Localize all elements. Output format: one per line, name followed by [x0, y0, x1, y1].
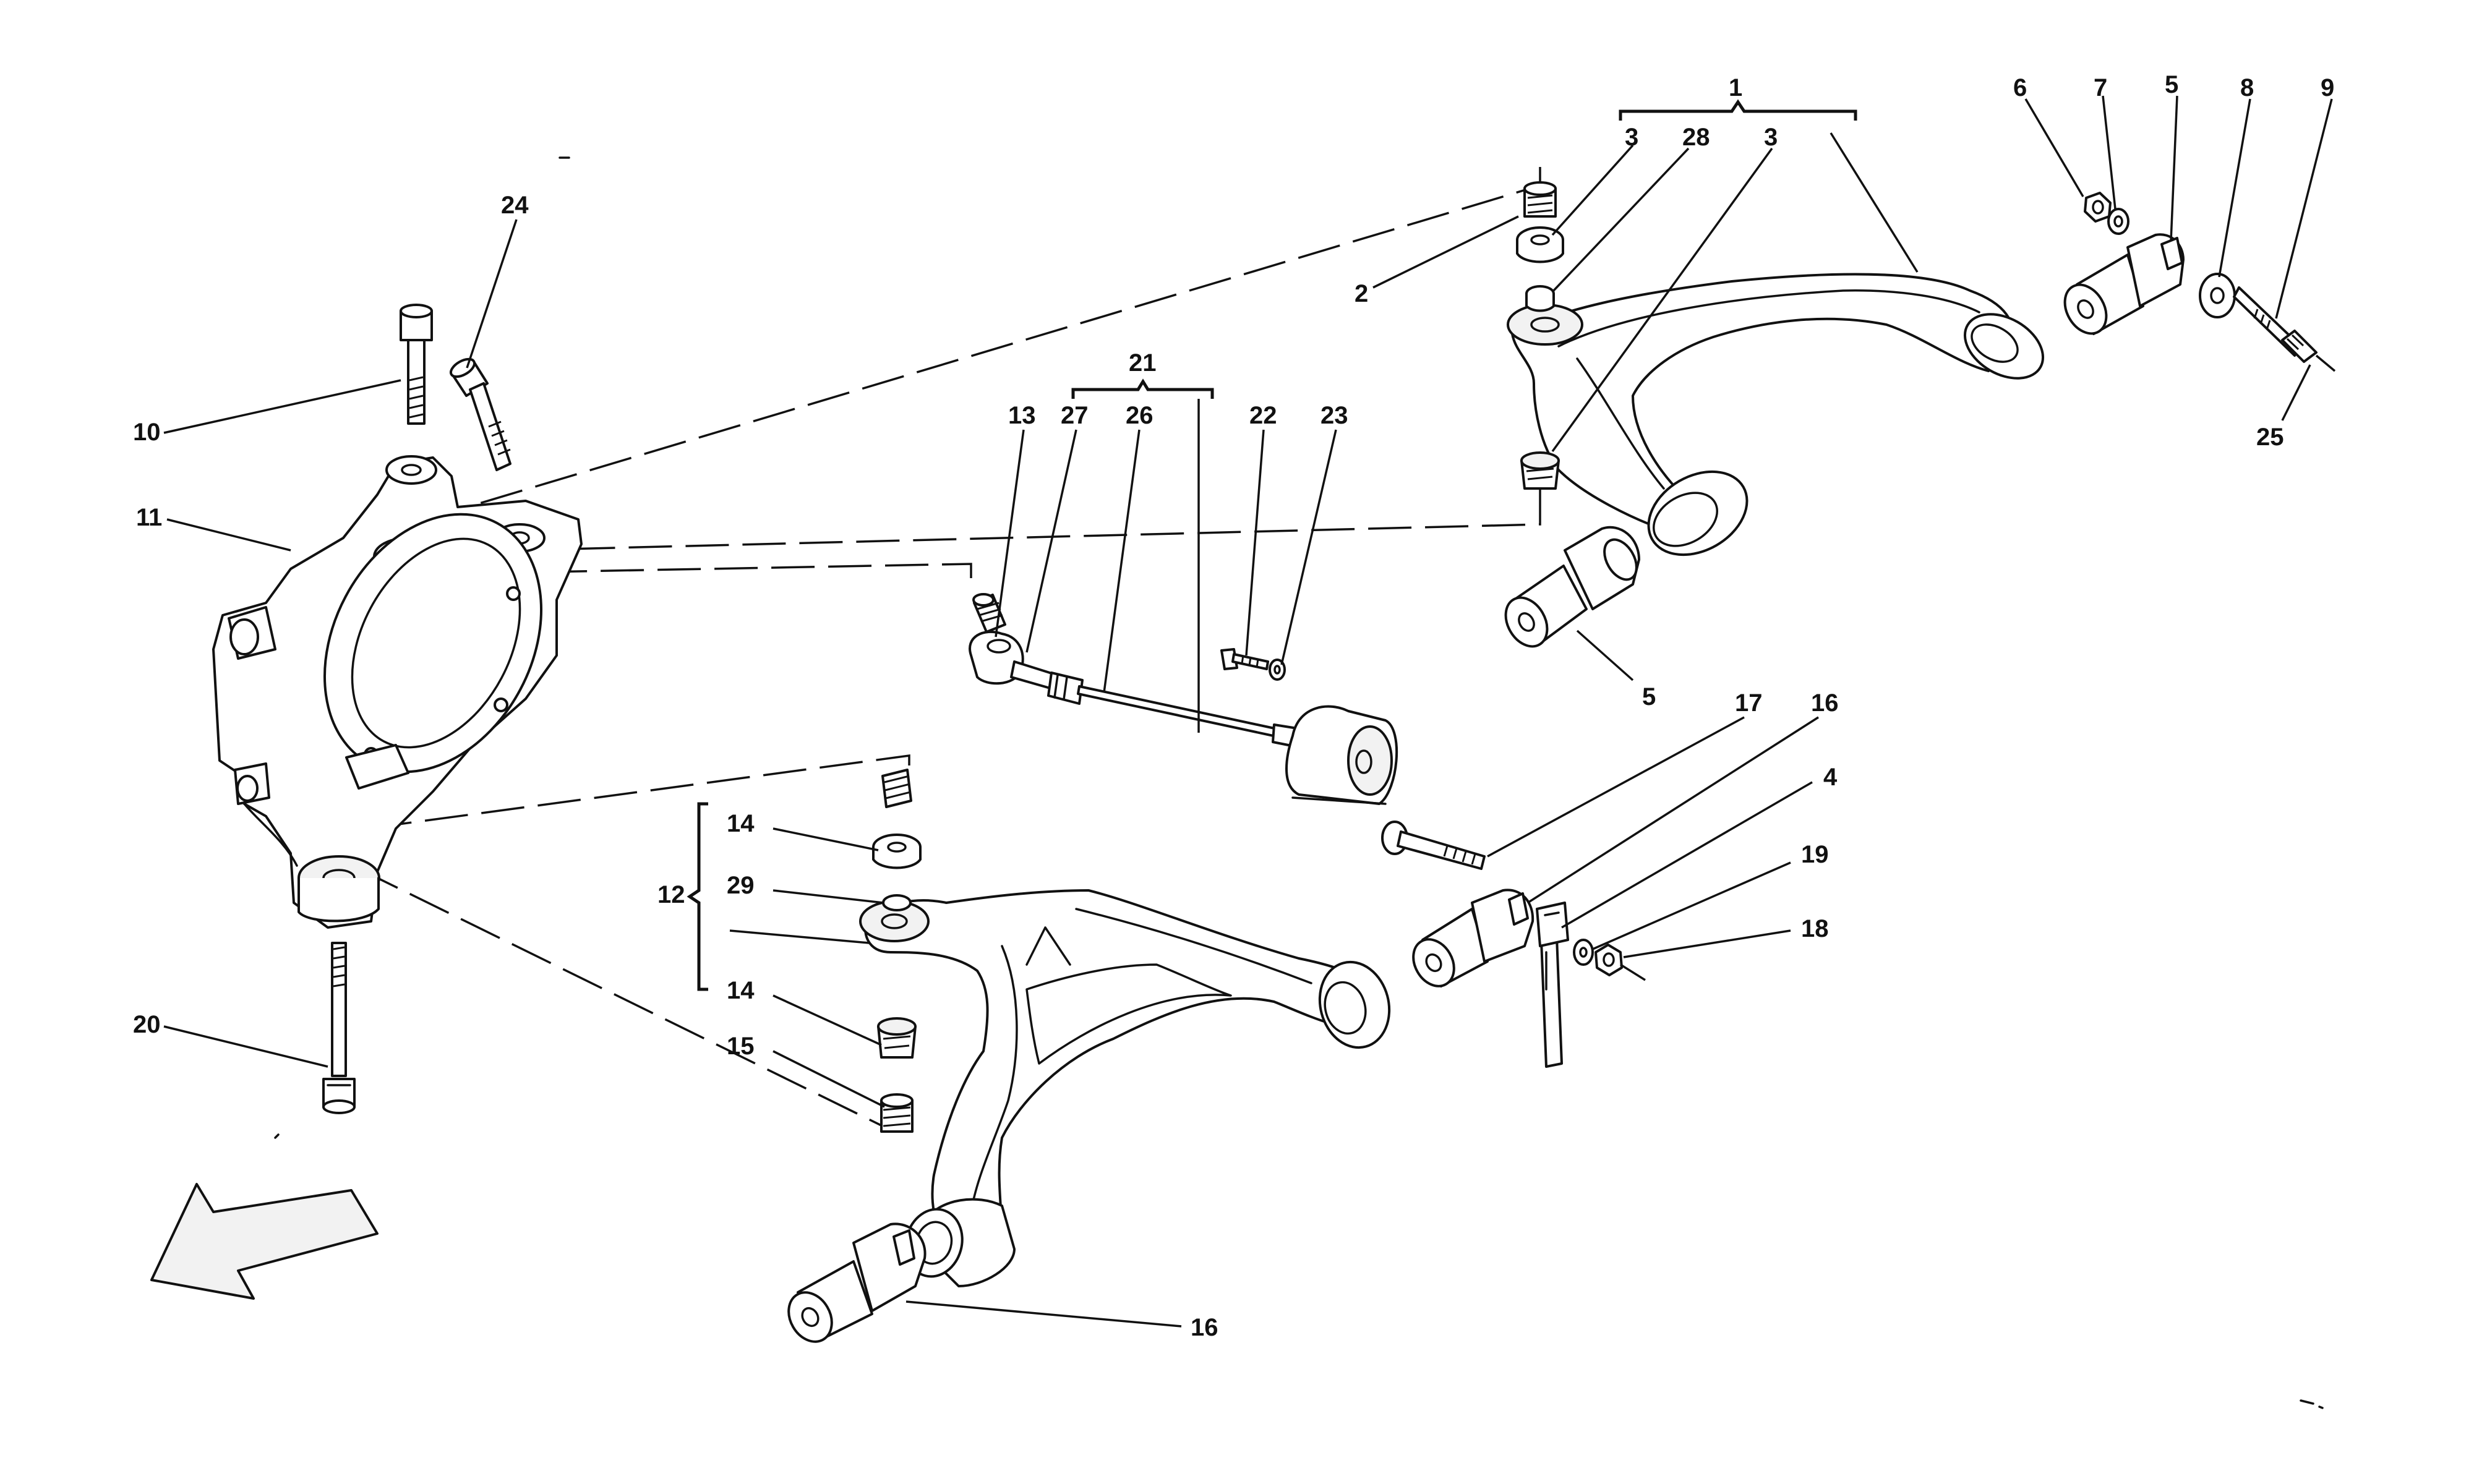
- callout-16a: 16: [1191, 1314, 1218, 1341]
- stray-mark-2: [2300, 1399, 2324, 1409]
- callout-5b: 5: [2165, 71, 2178, 98]
- callout-21: 21: [1129, 349, 1157, 377]
- callout-5a: 5: [1642, 683, 1656, 710]
- callout-14a: 14: [727, 810, 755, 837]
- callout-23: 23: [1320, 402, 1348, 429]
- callout-6: 6: [2013, 74, 2027, 101]
- upper-small-parts: [1516, 181, 1564, 490]
- callout-27: 27: [1061, 402, 1089, 429]
- callout-28: 28: [1682, 124, 1710, 151]
- bushing-16-right: [1412, 889, 1534, 987]
- bolt-17: [1381, 821, 1486, 870]
- nut-6: [2084, 192, 2112, 223]
- callout-18: 18: [1801, 915, 1829, 942]
- callouts: 1 3 28 3 2 5 6 7 5 8 9 25 24 10 11 20 21…: [133, 71, 2334, 1341]
- bracket-4: [1536, 902, 1569, 1068]
- callout-14b: 14: [727, 977, 755, 1004]
- callout-7: 7: [2094, 74, 2107, 101]
- callout-15: 15: [727, 1033, 755, 1060]
- washer-19: [1573, 939, 1594, 966]
- bolt-20: [322, 942, 356, 1114]
- callout-16b: 16: [1811, 689, 1839, 717]
- callout-9: 9: [2321, 74, 2334, 101]
- nut-18: [1594, 944, 1646, 981]
- steering-knuckle: [212, 455, 583, 929]
- callout-22: 22: [1249, 402, 1277, 429]
- lower-small-parts: [872, 769, 922, 1133]
- callout-24: 24: [501, 192, 529, 219]
- callout-3a: 3: [1625, 124, 1638, 151]
- callout-29: 29: [727, 872, 755, 899]
- callout-26: 26: [1126, 402, 1154, 429]
- callout-12: 12: [657, 881, 685, 908]
- bolt-9: [2233, 286, 2336, 372]
- washer-8: [2199, 273, 2236, 318]
- bushing-16-lower: [787, 1222, 927, 1343]
- tie-rod: [969, 593, 1398, 805]
- callout-10: 10: [133, 419, 161, 446]
- bushing-5-upper: [2063, 233, 2185, 335]
- upper-wishbone: [1507, 273, 2045, 556]
- callout-13: 13: [1008, 402, 1036, 429]
- callout-2: 2: [1355, 280, 1368, 307]
- callout-19: 19: [1801, 841, 1829, 868]
- bolt-24: [450, 357, 511, 471]
- callout-11: 11: [136, 504, 162, 531]
- bolt-22: [1220, 648, 1269, 670]
- bushing-5-lower: [1504, 526, 1640, 648]
- bracket-21: [1071, 378, 1214, 399]
- direction-arrow: [150, 1183, 379, 1300]
- callout-1: 1: [1729, 74, 1742, 101]
- bracket-12: [687, 802, 708, 991]
- washer-7: [2107, 208, 2129, 235]
- callout-8: 8: [2240, 74, 2254, 101]
- lower-wishbone: [859, 889, 1391, 1287]
- leader-lines: [163, 95, 2333, 1328]
- stray-mark-3: [274, 1133, 280, 1139]
- callout-20: 20: [133, 1011, 161, 1038]
- callout-25: 25: [2256, 424, 2284, 451]
- washer-23: [1269, 659, 1286, 681]
- callout-17: 17: [1735, 689, 1763, 717]
- callout-3b: 3: [1764, 124, 1778, 151]
- bolt-10: [400, 304, 433, 425]
- callout-4: 4: [1823, 764, 1838, 791]
